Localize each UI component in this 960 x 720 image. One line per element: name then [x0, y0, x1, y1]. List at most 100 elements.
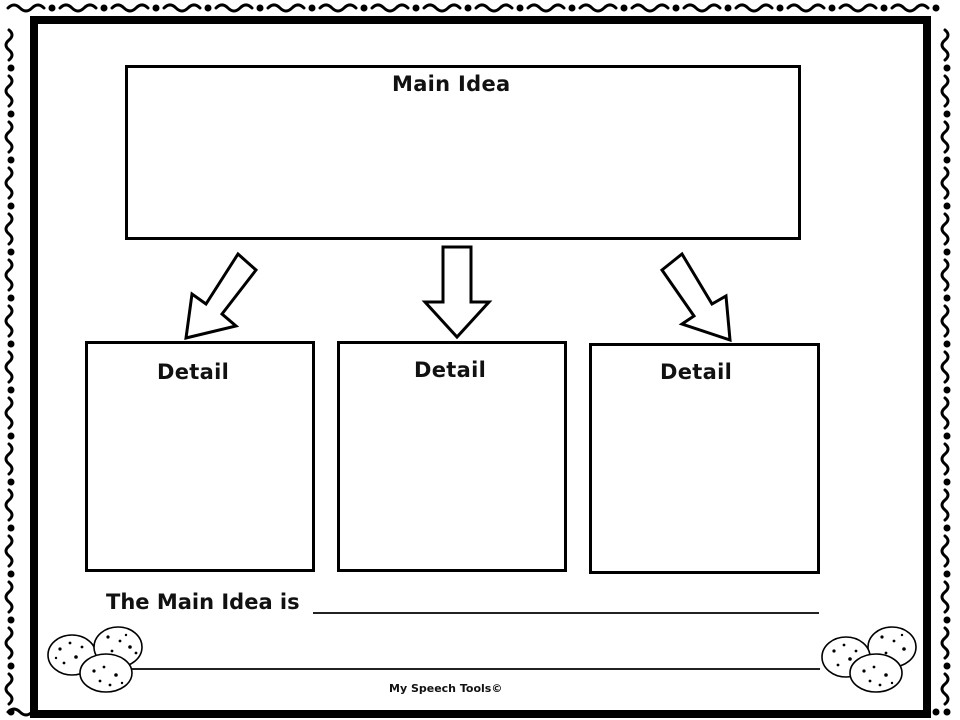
border-squiggle [4, 396, 14, 430]
border-squiggle [630, 3, 670, 13]
border-squiggle [58, 3, 98, 13]
border-squiggle [4, 534, 14, 568]
border-squiggle [682, 3, 722, 13]
border-squiggle [4, 488, 14, 522]
border-squiggle [4, 672, 14, 706]
border-squiggle [162, 3, 202, 13]
border-dot [7, 202, 15, 210]
border-squiggle [940, 442, 950, 476]
border-squiggle [214, 3, 254, 13]
border-squiggle [940, 258, 950, 292]
border-dot [943, 432, 951, 440]
detail-box-1[interactable] [85, 341, 315, 572]
cookies-left-icon [47, 626, 143, 693]
border-dot [204, 4, 212, 12]
detail-label-2: Detail [414, 358, 487, 382]
main-idea-box[interactable] [125, 65, 801, 240]
border-dot [7, 478, 15, 486]
detail-box-3[interactable] [589, 343, 820, 574]
border-dot [672, 4, 680, 12]
left-arrow-icon [184, 251, 259, 340]
border-dot [7, 524, 15, 532]
border-squiggle [4, 212, 14, 246]
border-squiggle [526, 3, 566, 13]
border-dot [943, 156, 951, 164]
border-dot [943, 340, 951, 348]
border-squiggle [4, 626, 14, 660]
border-squiggle [266, 3, 306, 13]
border-squiggle [940, 350, 950, 384]
border-squiggle [838, 3, 878, 13]
border-dot [152, 4, 160, 12]
border-squiggle [734, 3, 774, 13]
border-squiggle [940, 74, 950, 108]
border-dot [464, 4, 472, 12]
border-dot [943, 478, 951, 486]
border-dot [943, 386, 951, 394]
border-dot [7, 110, 15, 118]
border-dot [308, 4, 316, 12]
border-dot [7, 708, 15, 716]
border-squiggle [4, 258, 14, 292]
border-dot [7, 570, 15, 578]
border-dot [943, 64, 951, 72]
border-squiggle [4, 304, 14, 338]
detail-label-3: Detail [660, 360, 733, 384]
cookies-right-icon [821, 626, 917, 693]
border-squiggle [940, 534, 950, 568]
border-squiggle [890, 3, 930, 13]
border-squiggle [786, 3, 826, 13]
border-squiggle [422, 3, 462, 13]
answer-line-2[interactable] [128, 668, 820, 670]
border-dot [516, 4, 524, 12]
border-dot [932, 708, 940, 716]
border-dot [828, 4, 836, 12]
border-dot [7, 156, 15, 164]
border-squiggle [940, 166, 950, 200]
detail-box-2[interactable] [337, 341, 567, 572]
border-dot [943, 662, 951, 670]
border-dot [7, 64, 15, 72]
border-dot [256, 4, 264, 12]
border-squiggle [940, 626, 950, 660]
border-dot [932, 4, 940, 12]
border-dot [620, 4, 628, 12]
answer-line-1[interactable] [313, 612, 819, 614]
border-dot [943, 294, 951, 302]
border-squiggle [4, 442, 14, 476]
border-squiggle [940, 304, 950, 338]
border-squiggle [474, 3, 514, 13]
border-dot [7, 616, 15, 624]
border-squiggle [940, 212, 950, 246]
border-dot [880, 4, 888, 12]
border-dot [943, 110, 951, 118]
border-dot [7, 294, 15, 302]
border-dot [943, 524, 951, 532]
right-arrow-icon [659, 251, 732, 343]
border-squiggle [370, 3, 410, 13]
border-dot [7, 340, 15, 348]
border-dot [7, 248, 15, 256]
border-dot [100, 4, 108, 12]
border-dot [412, 4, 420, 12]
border-dot [943, 202, 951, 210]
border-squiggle [110, 3, 150, 13]
border-dot [7, 386, 15, 394]
border-dot [943, 248, 951, 256]
border-dot [7, 662, 15, 670]
border-squiggle [4, 350, 14, 384]
border-squiggle [940, 488, 950, 522]
main-idea-label: Main Idea [392, 72, 511, 96]
border-dot [48, 4, 56, 12]
border-dot [724, 4, 732, 12]
border-dot [7, 432, 15, 440]
border-dot [943, 616, 951, 624]
border-dot [776, 4, 784, 12]
border-squiggle [4, 120, 14, 154]
border-squiggle [4, 166, 14, 200]
border-squiggle [940, 28, 950, 62]
border-squiggle [940, 580, 950, 614]
border-dot [568, 4, 576, 12]
border-dot [360, 4, 368, 12]
